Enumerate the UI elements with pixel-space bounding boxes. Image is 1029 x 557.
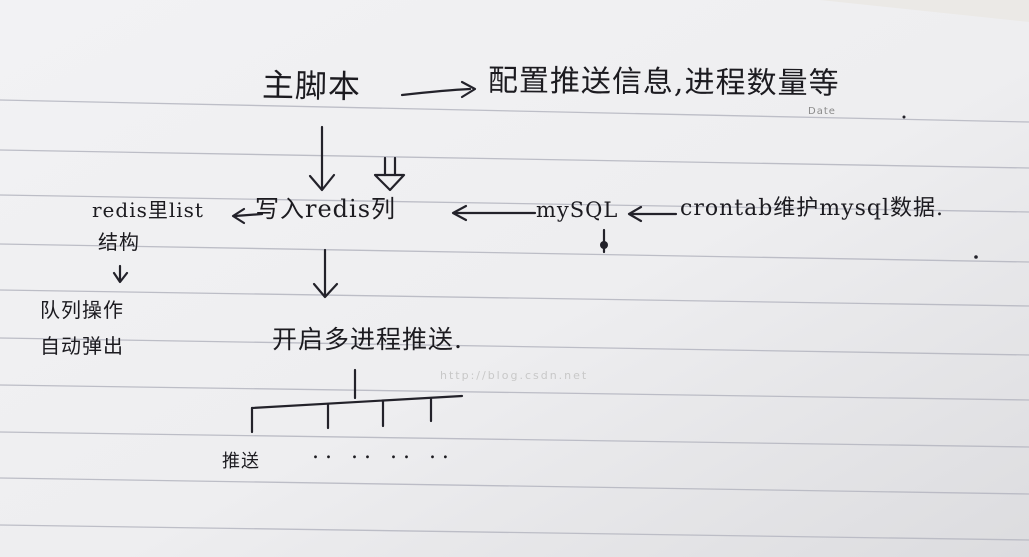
trailing-dots: .. .. .. .. [312,439,455,464]
crontab-label: crontab维护mysql数据. [680,196,944,221]
mysql-label: mySQL [536,198,619,222]
queue-op-note: 队列操作 [40,298,124,322]
watermark-text: http://blog.csdn.net [440,369,589,382]
structure-note: 结构 [98,230,140,254]
redis-list-note: redis里list [92,198,204,222]
auto-pop-note: 自动弹出 [40,334,124,358]
multiprocess-text: 开启多进程推送. [272,325,463,354]
config-info-text: 配置推送信息,进程数量等 [487,63,840,102]
write-redis-text: 写入redis列 [255,195,397,223]
main-script-text: 主脚本 [261,66,362,106]
paper-date-mark: Date [808,106,836,117]
push-label: 推送 [222,451,260,472]
